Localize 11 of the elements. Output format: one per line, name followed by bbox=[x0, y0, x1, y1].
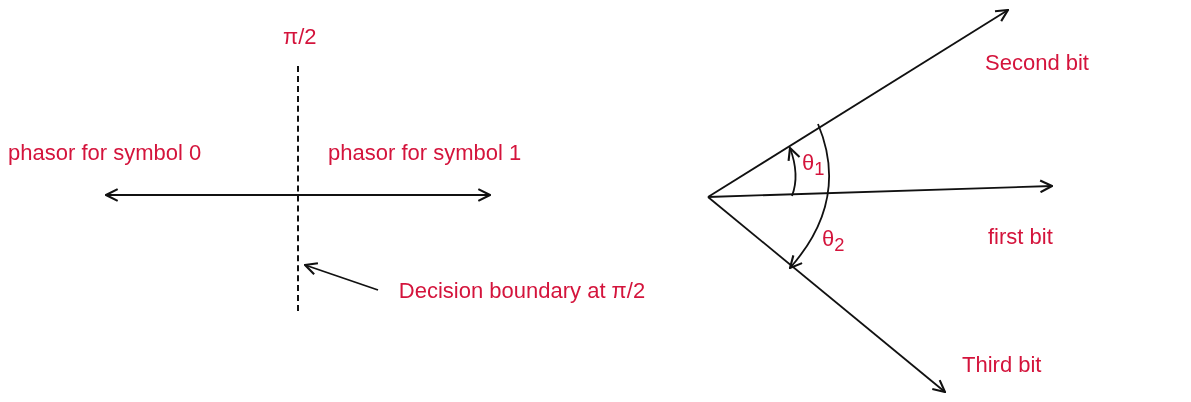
vector-label: Second bit bbox=[985, 50, 1090, 77]
vector-label: first bit bbox=[988, 224, 1054, 251]
angle-label: θ$_{2}$ bbox=[822, 226, 846, 257]
angle-label: π/2 bbox=[283, 24, 317, 51]
angle-label: θ$_{1}$ bbox=[802, 150, 826, 181]
decision-boundary-line bbox=[297, 66, 299, 311]
annotation-text: Decision boundary at π/2 bbox=[372, 278, 672, 305]
vector-label: Third bit bbox=[962, 352, 1043, 379]
phasor-label: phasor for symbol 1 bbox=[328, 140, 523, 167]
phasor-label: phasor for symbol 0 bbox=[8, 140, 203, 167]
leader-arrow bbox=[303, 262, 379, 291]
